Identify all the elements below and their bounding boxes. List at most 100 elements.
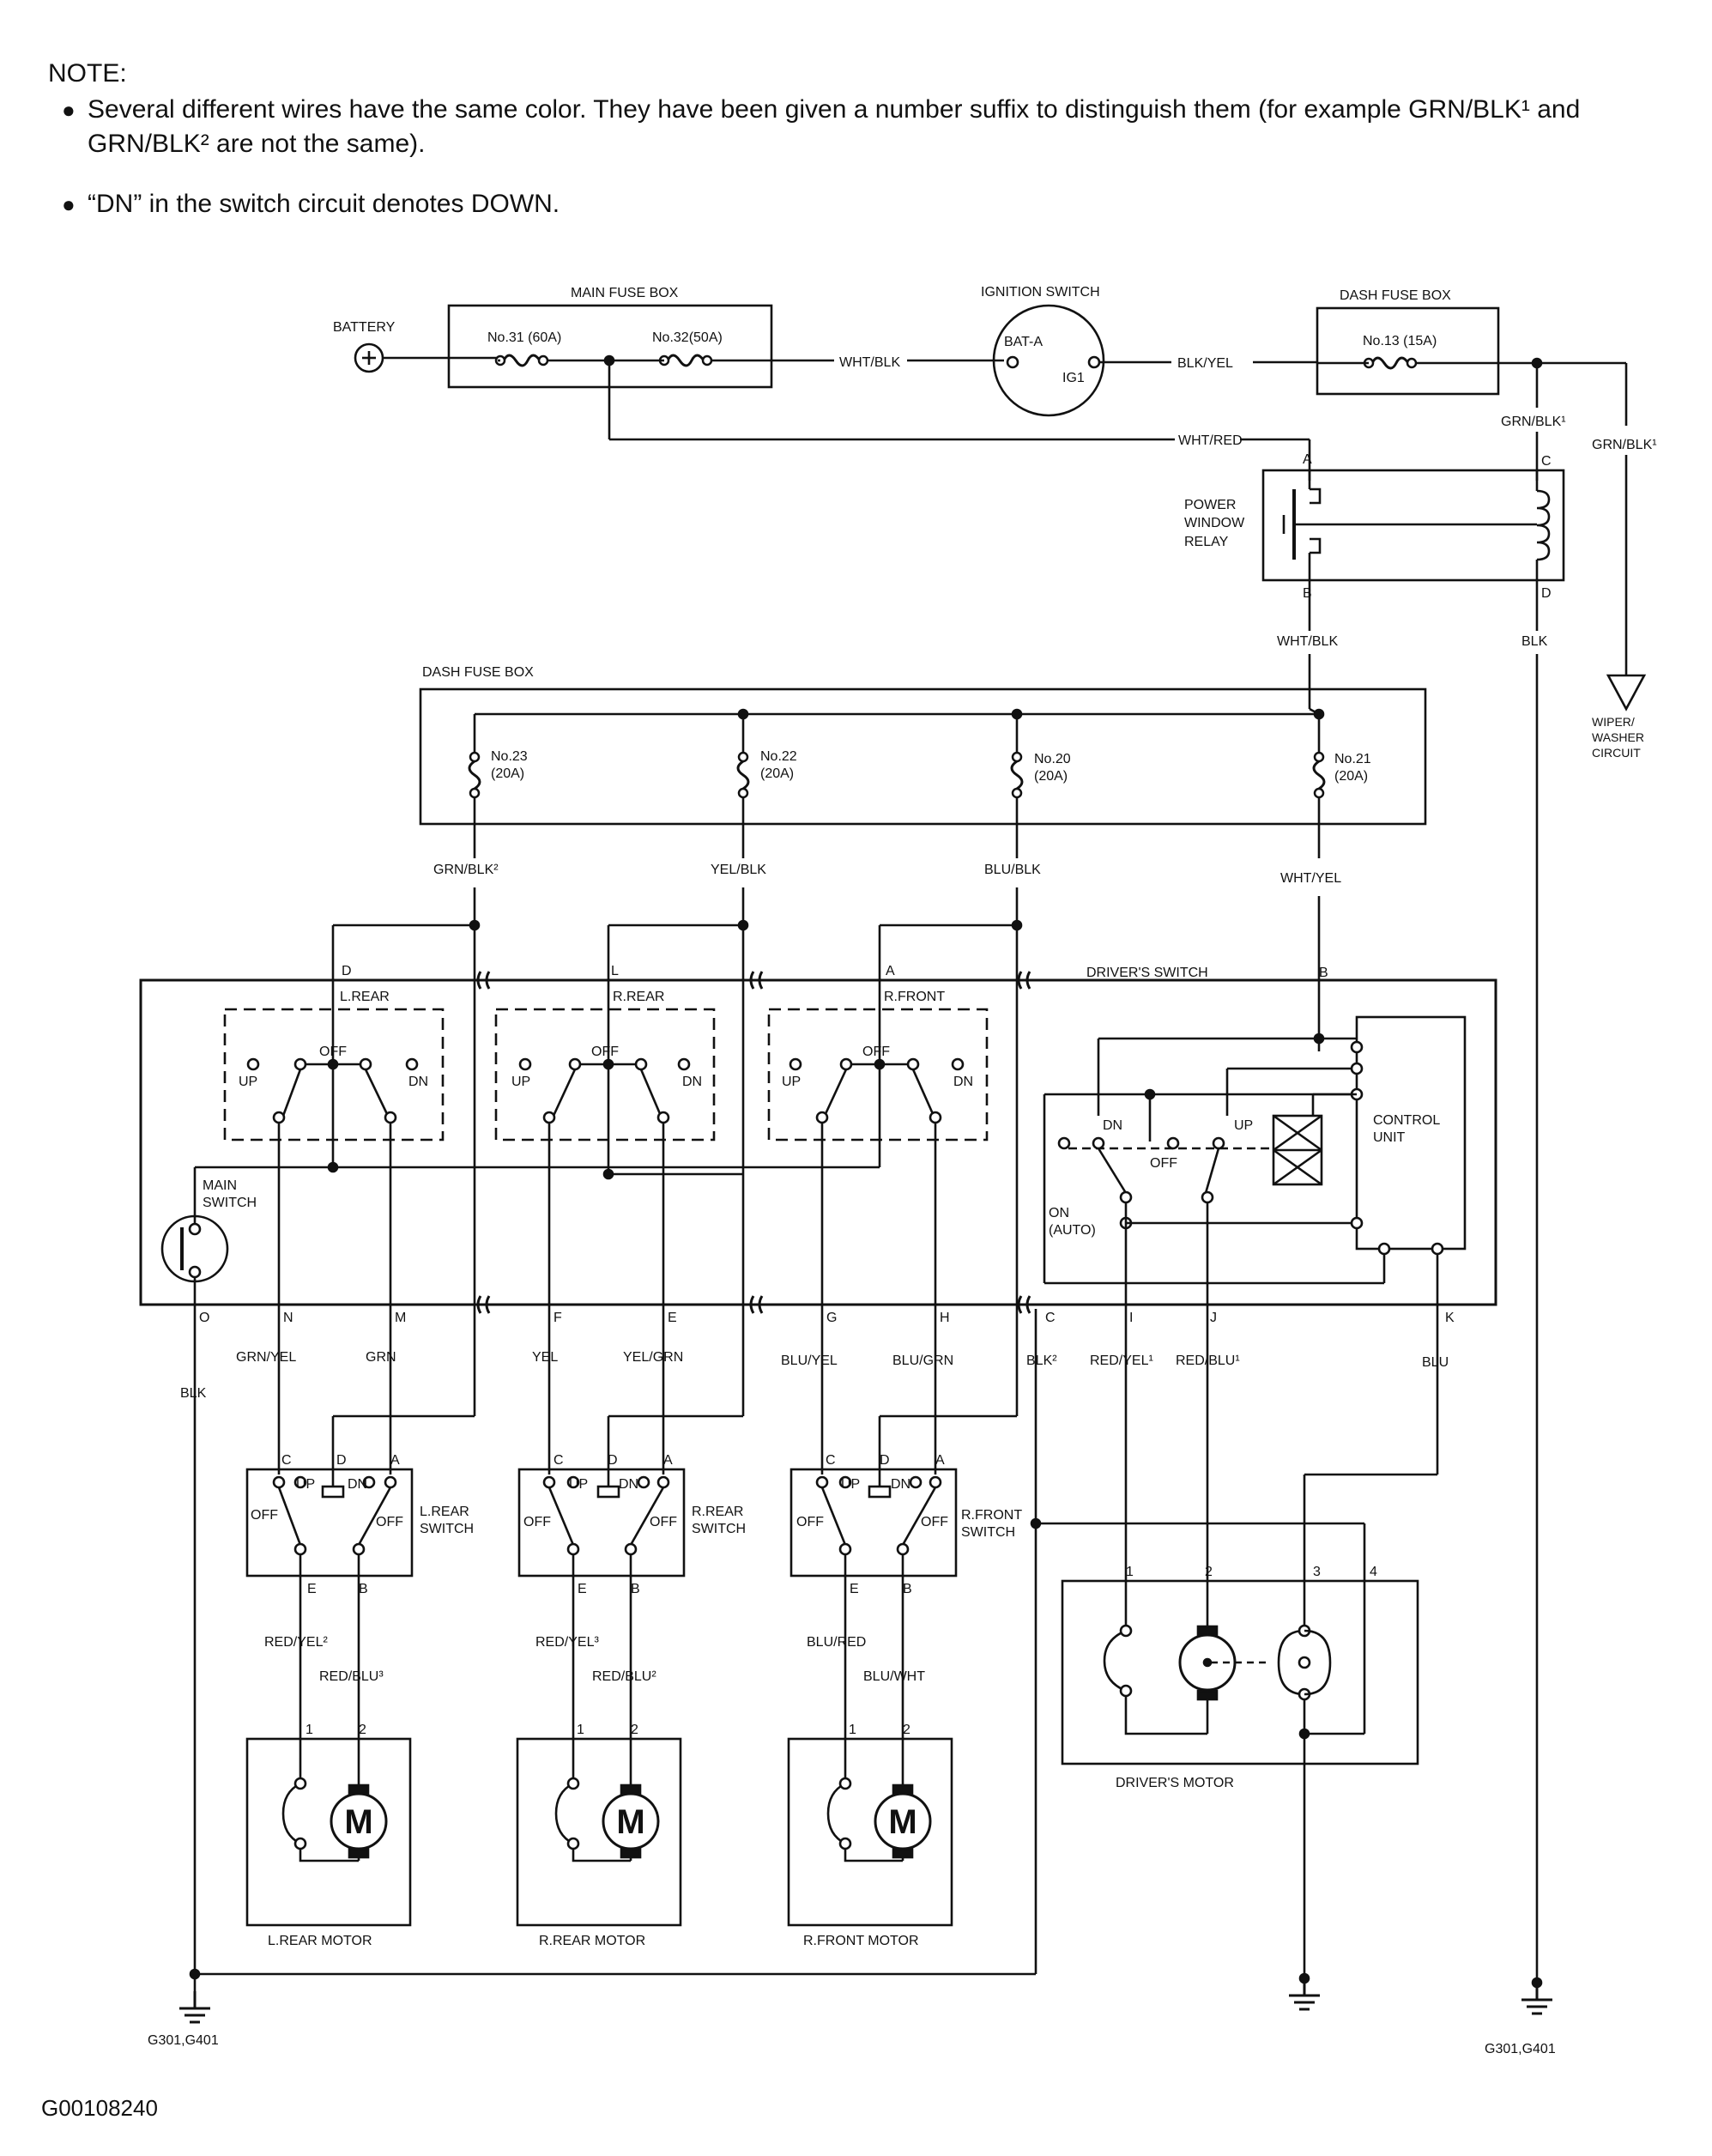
label-wire-blu-blk: BLU/BLK [984, 863, 1041, 877]
label-control-unit-2: UNIT [1373, 1130, 1406, 1145]
label-fuse-20-amp: (20A) [1034, 769, 1068, 784]
label-drivers-switch: DRIVER'S SWITCH [1086, 966, 1208, 980]
label-term-i: I [1129, 1311, 1133, 1325]
label-term-a: A [886, 964, 895, 978]
label-fuse-13: No.13 (15A) [1363, 334, 1437, 348]
label-wire-red-yel3-r: RED/YEL³ [535, 1635, 599, 1650]
label-wire-grn-blk1-b: GRN/BLK¹ [1592, 438, 1657, 452]
label-pin-1: 1 [577, 1723, 584, 1737]
lrear-motor-box [245, 1737, 412, 1927]
label-up: UP [1234, 1118, 1253, 1133]
label-fuse-20: No.20 [1034, 752, 1071, 766]
label-sw-b: B [631, 1582, 640, 1596]
label-pin-2: 2 [1205, 1565, 1213, 1579]
label-lrear-switch-1: L.REAR [420, 1505, 469, 1519]
rrear-motor-icon [554, 1758, 660, 1862]
drivers-switch-box [139, 978, 1497, 1306]
ground-right-icon [1520, 1981, 1554, 2015]
label-wiper-2: WASHER [1592, 730, 1644, 744]
label-dash-fuse-box-mid: DASH FUSE BOX [422, 665, 534, 680]
label-rrear: R.REAR [613, 990, 664, 1004]
label-wire-blu: BLU [1422, 1355, 1449, 1370]
label-sw-d: D [336, 1453, 347, 1468]
label-wire-blk-left: BLK [180, 1386, 207, 1401]
label-battery: BATTERY [333, 320, 396, 335]
motor-m-icon: M [616, 1803, 644, 1841]
label-up: UP [511, 1075, 530, 1089]
label-dn: DN [891, 1477, 910, 1492]
dash-fuse-box-mid [419, 687, 1427, 826]
label-term-h: H [940, 1311, 950, 1325]
label-ground-right: G301,G401 [1485, 2042, 1556, 2056]
label-dn: DN [1103, 1118, 1122, 1133]
label-fuse-22: No.22 [760, 749, 797, 764]
label-off: OFF [251, 1508, 278, 1523]
label-wire-wht-yel: WHT/YEL [1280, 871, 1341, 886]
label-off: OFF [591, 1045, 619, 1059]
label-wire-red-yel1: RED/YEL¹ [1090, 1354, 1153, 1368]
label-ignition-switch: IGNITION SWITCH [981, 285, 1100, 300]
label-pin-3: 3 [1313, 1565, 1321, 1579]
fuse-32-icon [658, 354, 713, 367]
lrear-switch [245, 1468, 414, 1578]
motor-m-icon: M [888, 1803, 916, 1841]
bullet-icon: ● [62, 191, 76, 217]
label-lrear-motor: L.REAR MOTOR [268, 1934, 372, 1948]
wiper-circuit-arrow-icon [1606, 674, 1647, 712]
label-wire-grn-yel: GRN/YEL [236, 1350, 296, 1365]
label-relay-3: RELAY [1184, 535, 1229, 549]
label-fuse-31: No.31 (60A) [487, 330, 561, 345]
note-heading: NOTE: [48, 59, 127, 88]
label-wire-wht-blk-2: WHT/BLK [1277, 634, 1338, 649]
motor-m-icon: M [344, 1803, 372, 1841]
label-rfront: R.FRONT [884, 990, 945, 1004]
label-sw-e: E [307, 1582, 317, 1596]
label-fuse-21: No.21 [1334, 752, 1371, 766]
label-lrear: L.REAR [340, 990, 390, 1004]
drivers-motor-icon [1103, 1575, 1270, 1735]
control-unit [1355, 1015, 1467, 1251]
label-control-unit-1: CONTROL [1373, 1113, 1440, 1128]
label-wire-blk-relay: BLK [1521, 634, 1548, 649]
label-term-e: E [668, 1311, 677, 1325]
label-wire-blu-wht: BLU/WHT [863, 1669, 925, 1684]
label-up: UP [239, 1075, 257, 1089]
label-pin-2: 2 [631, 1723, 638, 1737]
label-relay-c: C [1541, 454, 1552, 469]
label-dn: DN [953, 1075, 973, 1089]
label-rfront-switch-1: R.FRONT [961, 1508, 1022, 1523]
label-wire-red-blu3-l: RED/BLU³ [319, 1669, 384, 1684]
label-wire-yel-blk: YEL/BLK [711, 863, 766, 877]
label-sw-a: A [390, 1453, 400, 1468]
label-off: OFF [523, 1515, 551, 1529]
ground-middle-icon [1287, 1977, 1322, 2011]
label-pin-2: 2 [903, 1723, 910, 1737]
label-up: UP [569, 1477, 588, 1492]
label-pin-1: 1 [305, 1723, 313, 1737]
dash-fuse-box-top [1316, 306, 1500, 396]
label-wire-grn-blk1-a: GRN/BLK¹ [1501, 415, 1566, 429]
fuse-21-icon [1312, 751, 1326, 799]
label-sw-e: E [850, 1582, 859, 1596]
label-off: OFF [650, 1515, 677, 1529]
label-wire-blk-yel: BLK/YEL [1177, 356, 1233, 371]
break-marks-icon [476, 971, 1031, 1314]
label-main-switch-2: SWITCH [203, 1196, 257, 1210]
label-rrear-motor: R.REAR MOTOR [539, 1934, 645, 1948]
fuse-23-icon [468, 751, 481, 799]
label-term-f: F [554, 1311, 562, 1325]
fuse-31-icon [494, 354, 549, 367]
figure-id: G00108240 [41, 2095, 158, 2121]
label-off: OFF [921, 1515, 948, 1529]
label-term-m: M [395, 1311, 406, 1325]
ignition-switch-icon [992, 304, 1105, 417]
label-lrear-switch-2: SWITCH [420, 1522, 474, 1536]
note-bullet-2-text: “DN” in the switch circuit denotes DOWN. [88, 190, 560, 218]
label-term-o: O [199, 1311, 209, 1325]
label-wire-grn-blk2: GRN/BLK² [433, 863, 499, 877]
rrear-motor-box [516, 1737, 682, 1927]
label-wire-red-yel2-l: RED/YEL² [264, 1635, 328, 1650]
label-relay-b: B [1303, 586, 1312, 601]
label-off: OFF [862, 1045, 890, 1059]
